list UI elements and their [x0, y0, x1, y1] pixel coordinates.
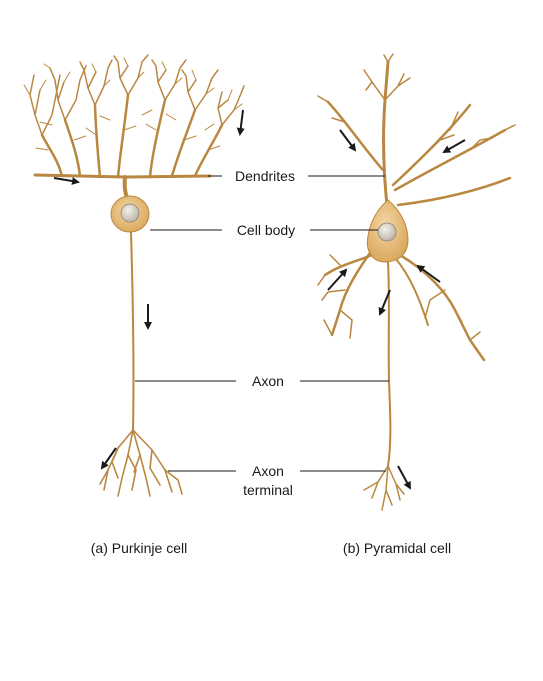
purkinje-cell	[23, 54, 245, 497]
purkinje-cell-body	[110, 195, 150, 233]
purkinje-dendrites	[23, 54, 245, 179]
pyramidal-cell-body	[366, 199, 409, 263]
arrow-icon	[378, 289, 391, 316]
caption-pyramidal-cell: (b) Pyramidal cell	[343, 540, 451, 556]
pyramidal-axon-terminal	[363, 465, 405, 511]
arrow-icon	[397, 465, 411, 490]
arrow-icon	[236, 109, 245, 136]
pyramidal-axon	[387, 261, 392, 467]
signal-direction-arrows	[53, 109, 466, 490]
arrow-icon	[416, 264, 441, 283]
purkinje-axon	[130, 231, 135, 431]
caption-purkinje-cell: (a) Purkinje cell	[91, 540, 187, 556]
arrow-icon	[53, 177, 80, 185]
label-axon-terminal-line1: Axon	[252, 463, 284, 479]
label-axon: Axon	[252, 373, 284, 389]
arrow-icon	[327, 268, 348, 291]
label-axon-terminal-line2: terminal	[243, 482, 293, 498]
purkinje-nucleus	[120, 203, 140, 223]
label-cell-body: Cell body	[237, 222, 295, 238]
pyramidal-nucleus	[377, 222, 397, 242]
label-dendrites: Dendrites	[235, 168, 295, 184]
arrow-icon	[442, 139, 466, 153]
purkinje-axon-terminal	[99, 429, 183, 497]
arrow-icon	[100, 447, 117, 470]
arrow-icon	[339, 129, 357, 152]
pyramidal-dendrites	[317, 53, 516, 362]
leader-lines	[135, 175, 389, 472]
pyramidal-cell	[317, 53, 516, 511]
